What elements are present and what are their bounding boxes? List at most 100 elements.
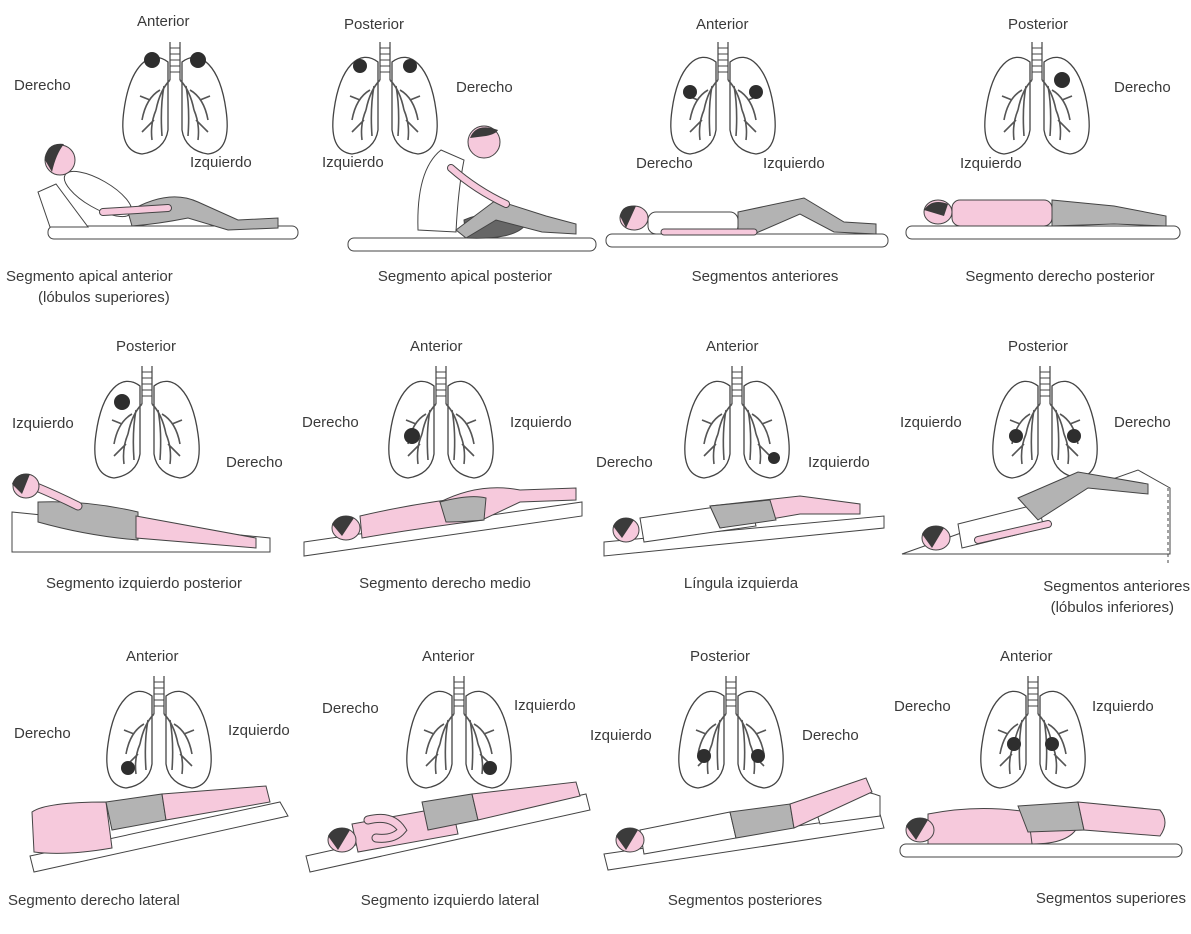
caption: Segmento izquierdo lateral xyxy=(320,890,580,911)
side-label-right: Derecho xyxy=(456,79,513,96)
side-label-right: Izquierdo xyxy=(514,697,576,714)
focus-segment-right xyxy=(697,749,711,763)
caption: Segmento derecho lateral xyxy=(8,890,248,911)
caption: Língula izquierda xyxy=(616,573,866,594)
view-label: Posterior xyxy=(1008,338,1068,355)
focus-segment-right xyxy=(1009,429,1023,443)
panel-10: Anterior Derecho Izquierdo Segmento izqu… xyxy=(300,630,597,934)
view-label: Anterior xyxy=(126,648,179,665)
focus-segment-left xyxy=(403,59,417,73)
focus-segment-left xyxy=(1045,737,1059,751)
caption-line-1: Língula izquierda xyxy=(616,573,866,594)
panel-3: Anterior Derecho Izquierdo Segmentos ant… xyxy=(600,0,897,304)
caption-line-1: Segmento izquierdo lateral xyxy=(320,890,580,911)
patient-illustration xyxy=(898,790,1190,870)
view-label: Anterior xyxy=(410,338,463,355)
caption-line-2: (lóbulos superiores) xyxy=(6,287,236,308)
caption-line-1: Segmentos anteriores xyxy=(640,266,890,287)
focus-segment-left xyxy=(749,85,763,99)
bed xyxy=(906,226,1180,239)
caption: Segmentos superiores xyxy=(986,888,1186,909)
shorts xyxy=(1018,802,1084,832)
patient-illustration xyxy=(904,186,1191,246)
legs xyxy=(128,197,278,230)
focus-segment-right xyxy=(404,428,420,444)
side-label-left: Derecho xyxy=(14,725,71,742)
caption-line-1: Segmento izquierdo posterior xyxy=(4,573,284,594)
view-label: Anterior xyxy=(422,648,475,665)
focus-segment-left xyxy=(751,749,765,763)
focus-segment-left xyxy=(768,452,780,464)
focus-segment-right xyxy=(144,52,160,68)
lungs-diagram xyxy=(668,40,778,170)
torso xyxy=(952,200,1052,226)
side-label-left: Izquierdo xyxy=(12,415,74,432)
side-label-left: Izquierdo xyxy=(590,727,652,744)
side-label-left: Derecho xyxy=(302,414,359,431)
focus-segment-right xyxy=(1007,737,1021,751)
side-label-left: Derecho xyxy=(596,454,653,471)
caption-line-1: Segmentos anteriores xyxy=(990,576,1190,597)
side-label-right: Derecho xyxy=(1114,79,1171,96)
panel-6: Anterior Derecho Izquierdo Segmento dere… xyxy=(300,320,597,624)
patient-illustration xyxy=(898,464,1190,564)
patient-illustration xyxy=(8,472,288,562)
patient-illustration xyxy=(302,780,594,880)
shorts xyxy=(710,500,776,528)
panel-4: Posterior Izquierdo Derecho Segmento der… xyxy=(894,0,1191,304)
bed xyxy=(606,234,888,247)
bed xyxy=(900,844,1182,857)
caption: Segmento derecho posterior xyxy=(930,266,1190,287)
caption: Segmentos anteriores xyxy=(640,266,890,287)
caption-line-1: Segmento derecho medio xyxy=(320,573,570,594)
panel-5: Posterior Izquierdo Derecho Segmento izq… xyxy=(0,320,297,624)
panel-12: Anterior Derecho Izquierdo Segmentos sup… xyxy=(890,630,1187,934)
caption-line-1: Segmento apical posterior xyxy=(340,266,590,287)
patient-illustration xyxy=(26,780,318,880)
legs xyxy=(1078,802,1165,836)
caption-line-1: Segmento apical anterior xyxy=(6,266,236,287)
side-label-right: Derecho xyxy=(1114,414,1171,431)
patient-illustration xyxy=(604,186,894,256)
view-label: Anterior xyxy=(706,338,759,355)
view-label: Posterior xyxy=(344,16,404,33)
focus-segment-right xyxy=(353,59,367,73)
view-label: Posterior xyxy=(1008,16,1068,33)
lungs-diagram xyxy=(978,674,1088,804)
panel-8: Posterior Izquierdo Derecho Segmentos an… xyxy=(894,320,1191,624)
side-label-right: Izquierdo xyxy=(228,722,290,739)
view-label: Anterior xyxy=(696,16,749,33)
panel-7: Anterior Derecho Izquierdo Língula izqui… xyxy=(596,320,893,624)
caption: Segmentos posteriores xyxy=(620,890,870,911)
panel-9: Anterior Derecho Izquierdo Segmento dere… xyxy=(0,630,297,934)
focus-segment-right xyxy=(1054,72,1070,88)
patient-illustration xyxy=(300,472,596,562)
view-label: Posterior xyxy=(690,648,750,665)
view-label: Anterior xyxy=(137,13,190,30)
view-label: Posterior xyxy=(116,338,176,355)
torso xyxy=(418,150,464,232)
caption-line-1: Segmentos superiores xyxy=(986,888,1186,909)
side-label-right: Derecho xyxy=(226,454,283,471)
arm-skin xyxy=(103,208,168,212)
legs xyxy=(1052,200,1166,226)
focus-segment-right xyxy=(683,85,697,99)
side-label-right: Izquierdo xyxy=(808,454,870,471)
side-label-right: Izquierdo xyxy=(1092,698,1154,715)
view-label: Anterior xyxy=(1000,648,1053,665)
focus-segment-right xyxy=(121,761,135,775)
caption: Segmento izquierdo posterior xyxy=(4,573,284,594)
legs xyxy=(738,198,876,234)
side-label-right: Izquierdo xyxy=(510,414,572,431)
lungs-diagram xyxy=(982,40,1092,170)
panel-1: Anterior Derecho Izquierdo Segmento apic… xyxy=(0,0,297,304)
caption-line-1: Segmento derecho lateral xyxy=(8,890,248,911)
caption: Segmento derecho medio xyxy=(320,573,570,594)
focus-segment-left xyxy=(114,394,130,410)
bed xyxy=(348,238,596,251)
side-label-right: Derecho xyxy=(802,727,859,744)
shorts xyxy=(440,497,486,522)
caption: Segmentos anteriores(lóbulos inferiores) xyxy=(990,576,1190,618)
focus-segment-left xyxy=(190,52,206,68)
shorts xyxy=(106,794,166,830)
